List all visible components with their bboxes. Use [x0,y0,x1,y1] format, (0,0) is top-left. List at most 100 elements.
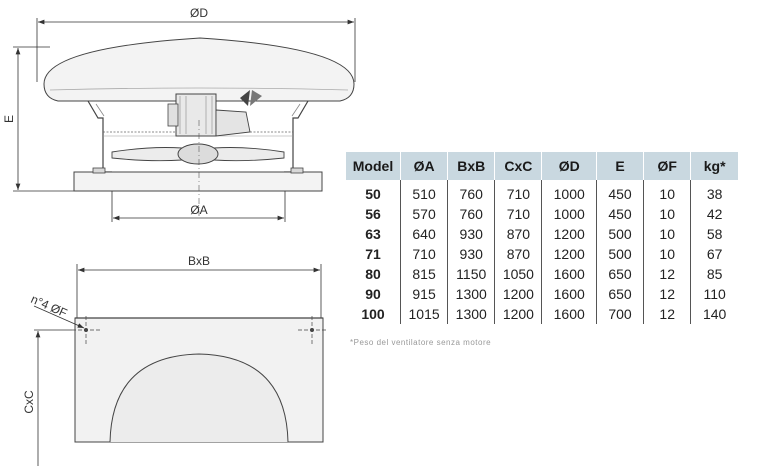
cell-bxb: 1300 [447,304,495,324]
cell-a: 815 [399,264,448,284]
cell-model: 100 [361,306,385,322]
cell-e: 650 [595,284,644,304]
cell-e: 700 [595,304,644,324]
cell-bxb: 760 [447,180,495,204]
header-model: Model [346,152,401,180]
cell-d: 1200 [541,244,597,264]
bolt-left [92,167,106,174]
cell-d: 1600 [541,304,597,324]
cell-a: 710 [399,244,448,264]
cell-bxb: 1300 [447,284,495,304]
cell-model: 63 [365,226,381,242]
table-row: 71 710 930 870 1200 500 10 67 [346,244,738,264]
cell-e: 450 [595,180,644,204]
a-dim-label: ØA [190,203,207,217]
bolt-hole-right [298,316,326,346]
bolt-hole-left [72,316,100,346]
header-kg: kg* [690,152,738,180]
cell-cxc: 710 [494,180,542,204]
cell-model: 56 [365,206,381,222]
table-footnote: *Peso del ventilatore senza motore [350,338,492,347]
impeller-blade-right [213,147,285,162]
impeller-hub [177,143,219,165]
brand-logo-icon [240,90,262,106]
cell-bxb: 760 [447,204,495,224]
cell-d: 1000 [541,204,597,224]
cell-d: 1000 [541,180,597,204]
cell-kg: 67 [690,244,738,264]
table-row: 56 570 760 710 1000 450 10 42 [346,204,738,224]
cell-model: 80 [365,266,381,282]
cell-model: 71 [365,246,381,262]
top-dome-arc [109,353,289,443]
header-f: ØF [643,152,691,180]
impeller-blade-left [111,147,183,162]
holes-label: n°4 ØF [29,292,70,320]
cell-cxc: 870 [494,244,542,264]
cell-cxc: 1050 [494,264,542,284]
support-arm-right-inner [291,103,301,117]
cell-kg: 58 [690,224,738,244]
hood-dome [43,37,355,102]
motor-body [175,93,217,137]
table-row: 80 815 1150 1050 1600 650 12 85 [346,264,738,284]
dimensions-table: Model ØA BxB CxC ØD E ØF kg* 50 510 760 … [346,152,738,324]
cxc-dim-label: CxC [22,390,36,414]
cell-model: 90 [365,286,381,302]
cell-e: 500 [595,244,644,264]
cell-d: 1600 [541,284,597,304]
cell-f: 12 [643,264,691,284]
cell-f: 10 [643,180,691,204]
header-bxb: BxB [447,152,495,180]
bolt-right [290,167,304,174]
table-header-row: Model ØA BxB CxC ØD E ØF kg* [346,152,738,180]
cell-bxb: 1150 [447,264,495,284]
cell-e: 650 [595,264,644,284]
cell-f: 12 [643,304,691,324]
support-arm-left [87,100,112,173]
cell-kg: 140 [690,304,738,324]
cell-a: 570 [399,204,448,224]
header-cxc: CxC [494,152,542,180]
cell-e: 500 [595,224,644,244]
cell-model: 50 [365,186,381,202]
cell-cxc: 1200 [494,304,542,324]
base-flange [73,171,323,192]
table-row: 90 915 1300 1200 1600 650 12 110 [346,284,738,304]
cell-bxb: 930 [447,224,495,244]
cell-a: 640 [399,224,448,244]
table-row: 100 1015 1300 1200 1600 700 12 140 [346,304,738,324]
cell-d: 1600 [541,264,597,284]
top-view: BxB n°4 ØF CxC [22,254,326,466]
holes-leader [33,305,85,329]
cell-a: 915 [399,284,448,304]
d-dim-label: ØD [190,6,208,20]
e-dim-label: E [2,115,16,123]
cell-kg: 42 [690,204,738,224]
cell-kg: 38 [690,180,738,204]
table-row: 63 640 930 870 1200 500 10 58 [346,224,738,244]
header-d: ØD [541,152,597,180]
hood-rim [49,87,349,91]
motor-terminal-box [167,103,179,127]
table-row: 50 510 760 710 1000 450 10 38 [346,180,738,204]
cell-a: 1015 [399,304,448,324]
cell-kg: 85 [690,264,738,284]
cell-cxc: 710 [494,204,542,224]
side-view: ØD E [2,6,356,222]
header-e: E [595,152,644,180]
cell-d: 1200 [541,224,597,244]
bxb-dim-label: BxB [188,254,210,268]
cell-f: 10 [643,204,691,224]
cell-f: 12 [643,284,691,304]
cell-kg: 110 [690,284,738,304]
cell-cxc: 870 [494,224,542,244]
cell-cxc: 1200 [494,284,542,304]
support-arm-left-inner [95,103,105,117]
cell-e: 450 [595,204,644,224]
motor-bracket [215,109,251,137]
cell-bxb: 930 [447,244,495,264]
cell-f: 10 [643,224,691,244]
support-arm-right [284,100,309,173]
